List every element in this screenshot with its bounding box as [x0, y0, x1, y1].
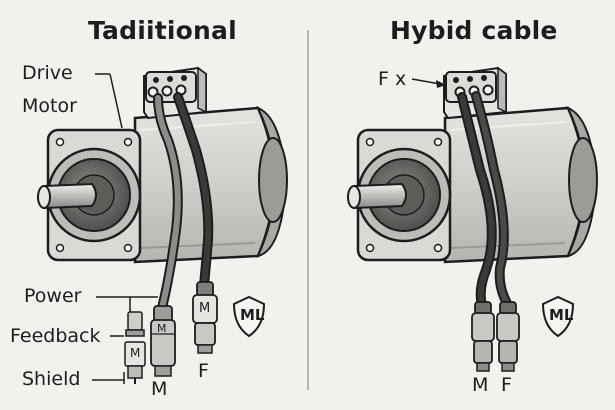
right-ml-badge-text: ML	[549, 306, 574, 324]
label-power: Power	[24, 285, 82, 307]
left-panel-title: Tadiitional	[88, 16, 237, 45]
left-m-connector	[150, 305, 176, 377]
label-motor: Motor	[22, 95, 77, 117]
left-m-plug-mark: M	[157, 322, 167, 335]
right-panel-title: Hybid cable	[390, 16, 558, 45]
left-f-plug-mark: M	[199, 301, 211, 316]
left-f-connector	[192, 281, 218, 354]
left-small-connector	[124, 311, 146, 384]
left-callout-lines	[92, 73, 158, 384]
left-letter-f: F	[198, 360, 209, 382]
left-letter-m: M	[151, 378, 168, 400]
left-small-plug-mark: M	[130, 346, 141, 360]
label-drive: Drive	[22, 62, 73, 84]
left-cables	[153, 92, 214, 313]
label-fx: F x	[378, 68, 407, 90]
right-letter-f: F	[501, 374, 512, 396]
right-ml-badge-shield	[541, 295, 575, 338]
right-hybrid-cable	[457, 91, 513, 310]
left-ml-badge-text: ML	[240, 306, 265, 324]
right-m-connector	[471, 301, 495, 372]
label-shield: Shield	[22, 368, 81, 390]
right-letter-m: M	[472, 374, 489, 396]
right-f-connector	[496, 301, 520, 372]
right-callout-arrow	[411, 78, 446, 88]
left-ml-badge-shield	[232, 295, 266, 338]
right-servo-motor	[347, 106, 598, 264]
label-feedback: Feedback	[10, 325, 101, 347]
